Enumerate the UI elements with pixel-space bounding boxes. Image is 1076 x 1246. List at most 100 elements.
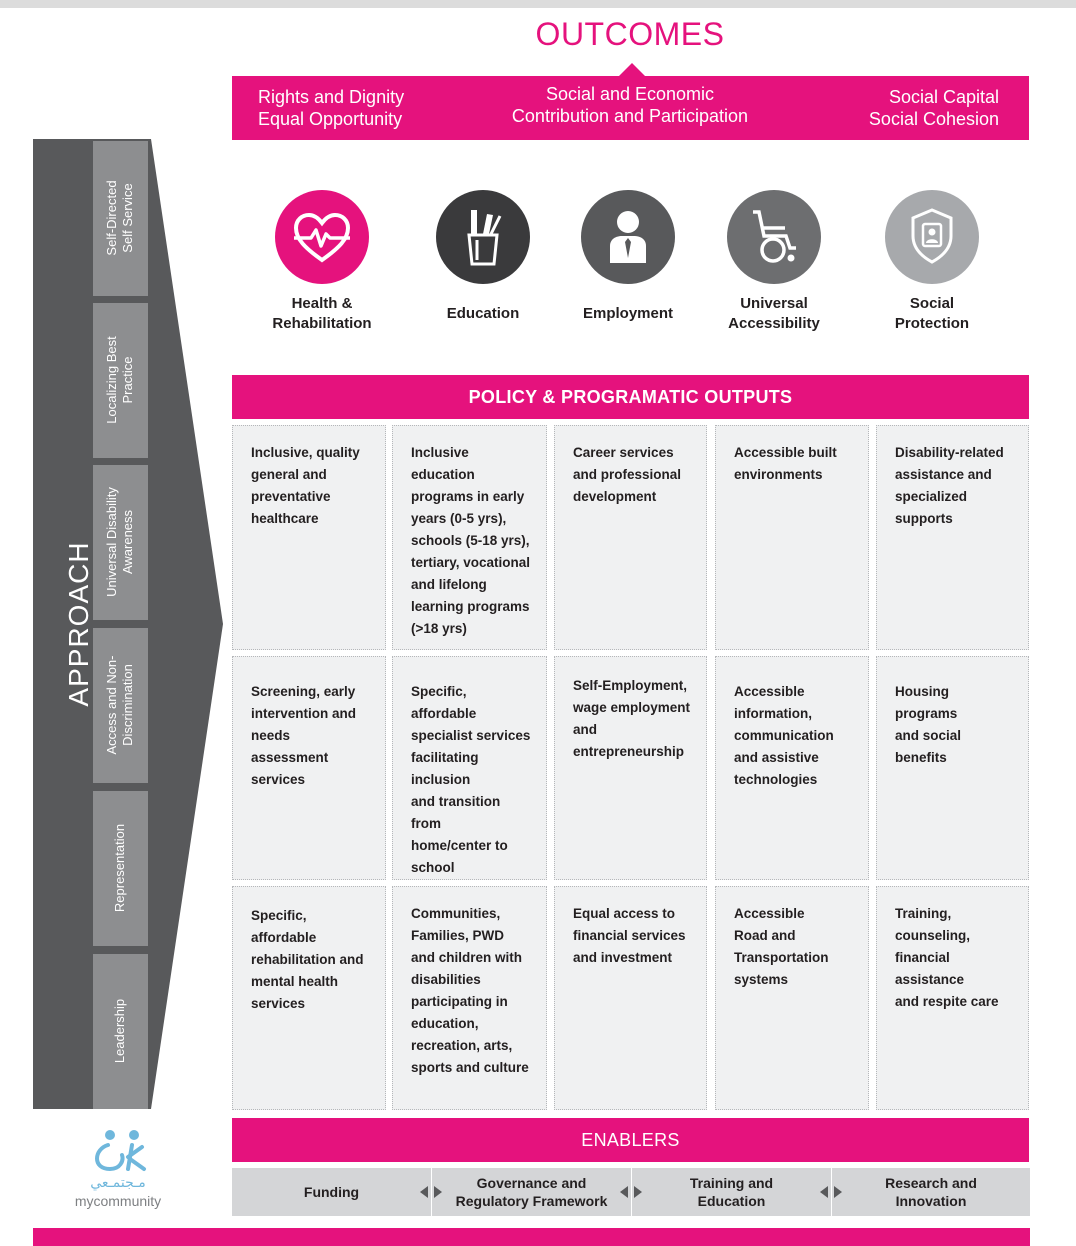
outcome-line: Equal Opportunity — [258, 109, 403, 129]
policy-output-line: counseling, — [895, 928, 971, 943]
enablers-title: ENABLERS — [232, 1118, 1029, 1162]
area-label-line: Employment — [582, 305, 673, 322]
outcomes-band — [232, 76, 1029, 140]
policy-output-line: Accessible — [734, 906, 805, 921]
approach-step-label: Access and Non-Discrimination — [104, 630, 136, 780]
logo-mark-icon — [95, 1130, 146, 1172]
pencil-cup-icon — [436, 190, 530, 284]
approach-step-representation: Representation — [93, 791, 148, 946]
policy-output-cell: Training,counseling,financial assistance… — [876, 886, 1029, 1110]
policy-output-line: and assistive — [734, 750, 819, 765]
logo-arabic-text: مـجتمـعي — [90, 1175, 146, 1191]
policy-output-line: participating in — [411, 994, 508, 1009]
policy-output-line: communication — [734, 728, 834, 743]
policy-output-line: Accessible — [734, 684, 805, 699]
policy-output-line: and lifelong — [411, 577, 487, 592]
step-line: Leadership — [112, 998, 127, 1064]
policy-output-line: and professional — [573, 467, 682, 482]
outcome-social-capital: Social Capital Social Cohesion — [869, 86, 999, 130]
step-line: Awareness — [120, 509, 135, 575]
policy-output-line: needs — [251, 728, 291, 743]
policy-output-line: and children with — [411, 950, 523, 965]
step-line: Representation — [112, 823, 127, 913]
policy-output-cell: Career services and professional developme… — [554, 425, 707, 650]
approach-step-label: Representation — [112, 793, 128, 943]
double-arrow-icon — [620, 1186, 642, 1198]
outcomes-title: OUTCOMES — [535, 16, 725, 52]
approach-step-label: Leadership — [112, 956, 128, 1106]
policy-output-line: home/center to — [411, 838, 508, 853]
area-label: Social Protection — [852, 294, 1012, 334]
enabler-divider — [831, 1168, 832, 1216]
enabler-divider — [631, 1168, 632, 1216]
area-label-line: Accessibility — [728, 315, 820, 332]
policy-output-line: school — [411, 860, 455, 875]
outcome-line: Social Capital — [888, 87, 999, 107]
policy-output-line: Housing programs — [895, 684, 958, 721]
enabler-divider — [431, 1168, 432, 1216]
policy-output-line: wage employment — [573, 700, 691, 715]
policy-output-line: years (0-5 yrs), — [411, 511, 507, 526]
policy-output-line: rehabilitation and — [251, 952, 364, 967]
enabler-line: Training and — [689, 1175, 774, 1191]
outcome-line: Contribution and Participation — [511, 106, 749, 126]
area-education: Education — [403, 190, 563, 324]
policy-output-line: mental health — [251, 974, 339, 989]
step-line: Practice — [120, 356, 135, 404]
businessman-icon — [581, 190, 675, 284]
step-line: Universal Disability — [104, 487, 119, 597]
approach-title-text: APPROACH — [63, 541, 94, 707]
policy-output-line: entrepreneurship — [573, 744, 685, 759]
area-label-line: Health & — [291, 295, 353, 312]
approach-step-access: Access and Non-Discrimination — [93, 628, 148, 783]
policy-output-line: Transportation — [734, 950, 829, 965]
enabler-funding: Funding — [232, 1168, 431, 1216]
policy-output-line: supports — [895, 511, 953, 526]
policy-output-line: specialized — [895, 489, 968, 504]
outcome-line: Social and Economic — [545, 84, 715, 104]
policy-output-line: and respite care — [895, 994, 999, 1009]
double-arrow-icon — [820, 1186, 842, 1198]
policy-output-line: healthcare — [251, 511, 319, 526]
double-arrow-icon — [420, 1186, 442, 1198]
policy-output-line: affordable — [251, 930, 317, 945]
policy-output-line: sports and culture — [411, 1060, 529, 1075]
step-line: Self-Directed — [104, 180, 119, 256]
area-health: Health & Rehabilitation — [242, 190, 402, 334]
policy-output-line: learning programs — [411, 599, 530, 614]
policy-output-line: specialist services — [411, 728, 531, 743]
policy-output-line: programs in early — [411, 489, 525, 504]
policy-output-line: Road and — [734, 928, 796, 943]
area-social-protection: Social Protection — [852, 190, 1012, 334]
policy-output-line: general and — [251, 467, 327, 482]
approach-arrow-shape — [33, 139, 223, 1109]
policy-outputs-title: POLICY & PROGRAMATIC OUTPUTS — [232, 375, 1029, 419]
top-bar — [0, 0, 1076, 8]
policy-output-line: technologies — [734, 772, 818, 787]
policy-output-line: Disability-related — [895, 445, 1004, 460]
policy-output-line: development — [573, 489, 657, 504]
outcome-social-economic: Social and Economic Contribution and Par… — [480, 83, 780, 127]
policy-output-line: environments — [734, 467, 823, 482]
shield-person-icon — [885, 190, 979, 284]
step-line: Discrimination — [120, 664, 135, 746]
policy-output-line: and — [573, 722, 598, 737]
area-label-line: Social — [909, 295, 955, 312]
policy-output-line: Career services — [573, 445, 674, 460]
policy-output-line: facilitating inclusion — [411, 750, 479, 787]
policy-output-line: Accessible built — [734, 445, 837, 460]
area-label: Employment — [548, 304, 708, 324]
area-accessibility: Universal Accessibility — [694, 190, 854, 334]
enabler-line: Innovation — [895, 1193, 967, 1209]
